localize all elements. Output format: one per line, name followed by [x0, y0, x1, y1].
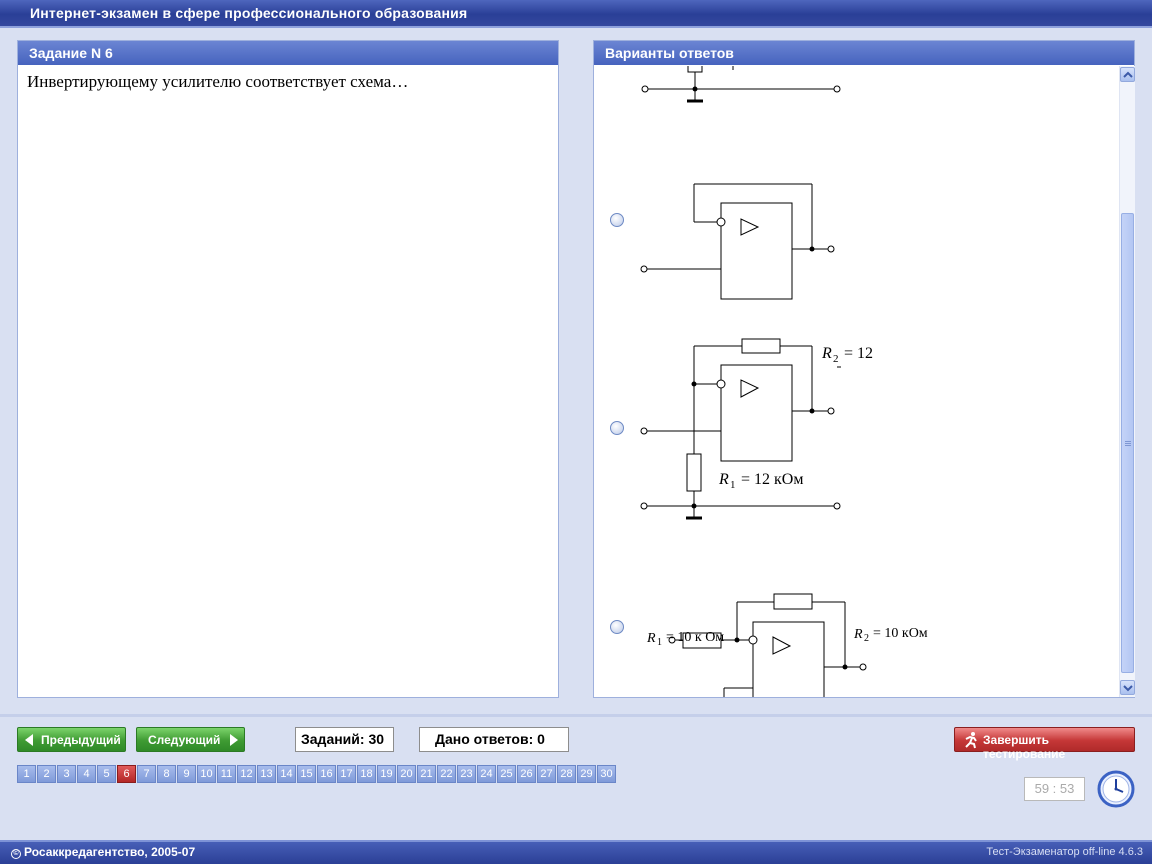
tasks-count: Заданий: 30	[295, 727, 394, 752]
page-button-12[interactable]: 12	[237, 765, 256, 783]
page-button-2[interactable]: 2	[37, 765, 56, 783]
r1-subscript: 1	[657, 637, 662, 648]
question-text: Инвертирующему усилителю соответствует с…	[27, 72, 409, 91]
scroll-thumb[interactable]	[1121, 213, 1134, 673]
page-button-13[interactable]: 13	[257, 765, 276, 783]
status-left-text: Росаккредагентство, 2005-07	[24, 845, 196, 859]
r1-symbol: R	[646, 631, 656, 646]
r1-subscript: 1	[730, 479, 736, 491]
page-button-11[interactable]: 11	[217, 765, 236, 783]
page-button-20[interactable]: 20	[397, 765, 416, 783]
page-button-24[interactable]: 24	[477, 765, 496, 783]
chevron-down-icon	[1123, 685, 1133, 692]
answers-panel: Варианты ответов	[593, 40, 1135, 698]
page-button-10[interactable]: 10	[197, 765, 216, 783]
finish-test-button[interactable]: Завершить тестирование	[954, 727, 1135, 761]
answers-scroll-area[interactable]: R 2 = 12 R 1 = 12 кОм	[594, 66, 1118, 697]
r2-subscript: 2	[833, 353, 839, 365]
schematic-option-3: R 1 = 10 к Ом R 2 = 10 кОм	[646, 593, 928, 697]
page-button-27[interactable]: 27	[537, 765, 556, 783]
answers-header: Варианты ответов	[594, 41, 1134, 65]
r2-value: = 12	[844, 345, 873, 362]
chevron-up-icon	[1123, 71, 1133, 78]
answer-radio-1[interactable]	[610, 213, 624, 227]
task-header: Задание N 6	[18, 41, 558, 65]
title-divider	[0, 26, 1152, 28]
status-version: Тест-Экзаменатор off-line 4.6.3	[986, 846, 1143, 858]
previous-button[interactable]: Предыдущий	[17, 727, 126, 752]
page-button-30[interactable]: 30	[597, 765, 616, 783]
r2-value: = 10 кОм	[873, 626, 928, 641]
page-button-17[interactable]: 17	[337, 765, 356, 783]
schematic-option-1	[640, 183, 835, 300]
schematic-option-2: R 2 = 12 R 1 = 12 кОм	[640, 338, 873, 520]
clock-icon	[1097, 770, 1135, 808]
scroll-down-button[interactable]	[1120, 680, 1135, 695]
previous-button-label: Предыдущий	[41, 733, 121, 747]
scroll-up-button[interactable]	[1120, 67, 1135, 82]
status-copyright: ©Росаккредагентство, 2005-07	[11, 845, 195, 859]
status-bar: ©Росаккредагентство, 2005-07 Тест-Экзаме…	[0, 840, 1152, 864]
r2-symbol: R	[821, 345, 832, 362]
page-button-4[interactable]: 4	[77, 765, 96, 783]
page-button-6[interactable]: 6	[117, 765, 136, 783]
page-button-29[interactable]: 29	[577, 765, 596, 783]
page-button-22[interactable]: 22	[437, 765, 456, 783]
page-button-25[interactable]: 25	[497, 765, 516, 783]
app-title: Интернет-экзамен в сфере профессионально…	[0, 0, 1152, 26]
arrow-left-icon	[25, 734, 33, 746]
page-button-9[interactable]: 9	[177, 765, 196, 783]
task-panel: Задание N 6 Инвертирующему усилителю соо…	[17, 40, 559, 698]
page-button-19[interactable]: 19	[377, 765, 396, 783]
arrow-right-icon	[230, 734, 238, 746]
page-button-23[interactable]: 23	[457, 765, 476, 783]
schematic-option-0-fragment	[641, 66, 841, 103]
page-button-15[interactable]: 15	[297, 765, 316, 783]
r2-symbol: R	[853, 627, 863, 642]
r1-symbol: R	[718, 471, 729, 488]
copyright-icon: ©	[11, 849, 21, 859]
r1-value: = 12 кОм	[741, 471, 803, 488]
r2-subscript: 2	[864, 633, 869, 644]
next-button-label: Следующий	[148, 733, 221, 747]
page-button-28[interactable]: 28	[557, 765, 576, 783]
page-button-7[interactable]: 7	[137, 765, 156, 783]
page-button-16[interactable]: 16	[317, 765, 336, 783]
next-button[interactable]: Следующий	[136, 727, 245, 752]
page-button-21[interactable]: 21	[417, 765, 436, 783]
page-button-5[interactable]: 5	[97, 765, 116, 783]
finish-test-label: Завершить тестирование	[983, 733, 1066, 761]
page-button-1[interactable]: 1	[17, 765, 36, 783]
answer-radio-3[interactable]	[610, 620, 624, 634]
r1-value: = 10 к Ом	[666, 630, 724, 645]
answers-scrollbar[interactable]	[1119, 66, 1135, 697]
answered-count: Дано ответов: 0	[419, 727, 569, 752]
page-button-18[interactable]: 18	[357, 765, 376, 783]
toolbar-divider	[0, 714, 1152, 717]
page-button-14[interactable]: 14	[277, 765, 296, 783]
page-button-8[interactable]: 8	[157, 765, 176, 783]
running-man-icon	[965, 732, 977, 749]
page-button-26[interactable]: 26	[517, 765, 536, 783]
page-button-3[interactable]: 3	[57, 765, 76, 783]
answer-radio-2[interactable]	[610, 421, 624, 435]
timer-display: 59 : 53	[1024, 777, 1085, 801]
